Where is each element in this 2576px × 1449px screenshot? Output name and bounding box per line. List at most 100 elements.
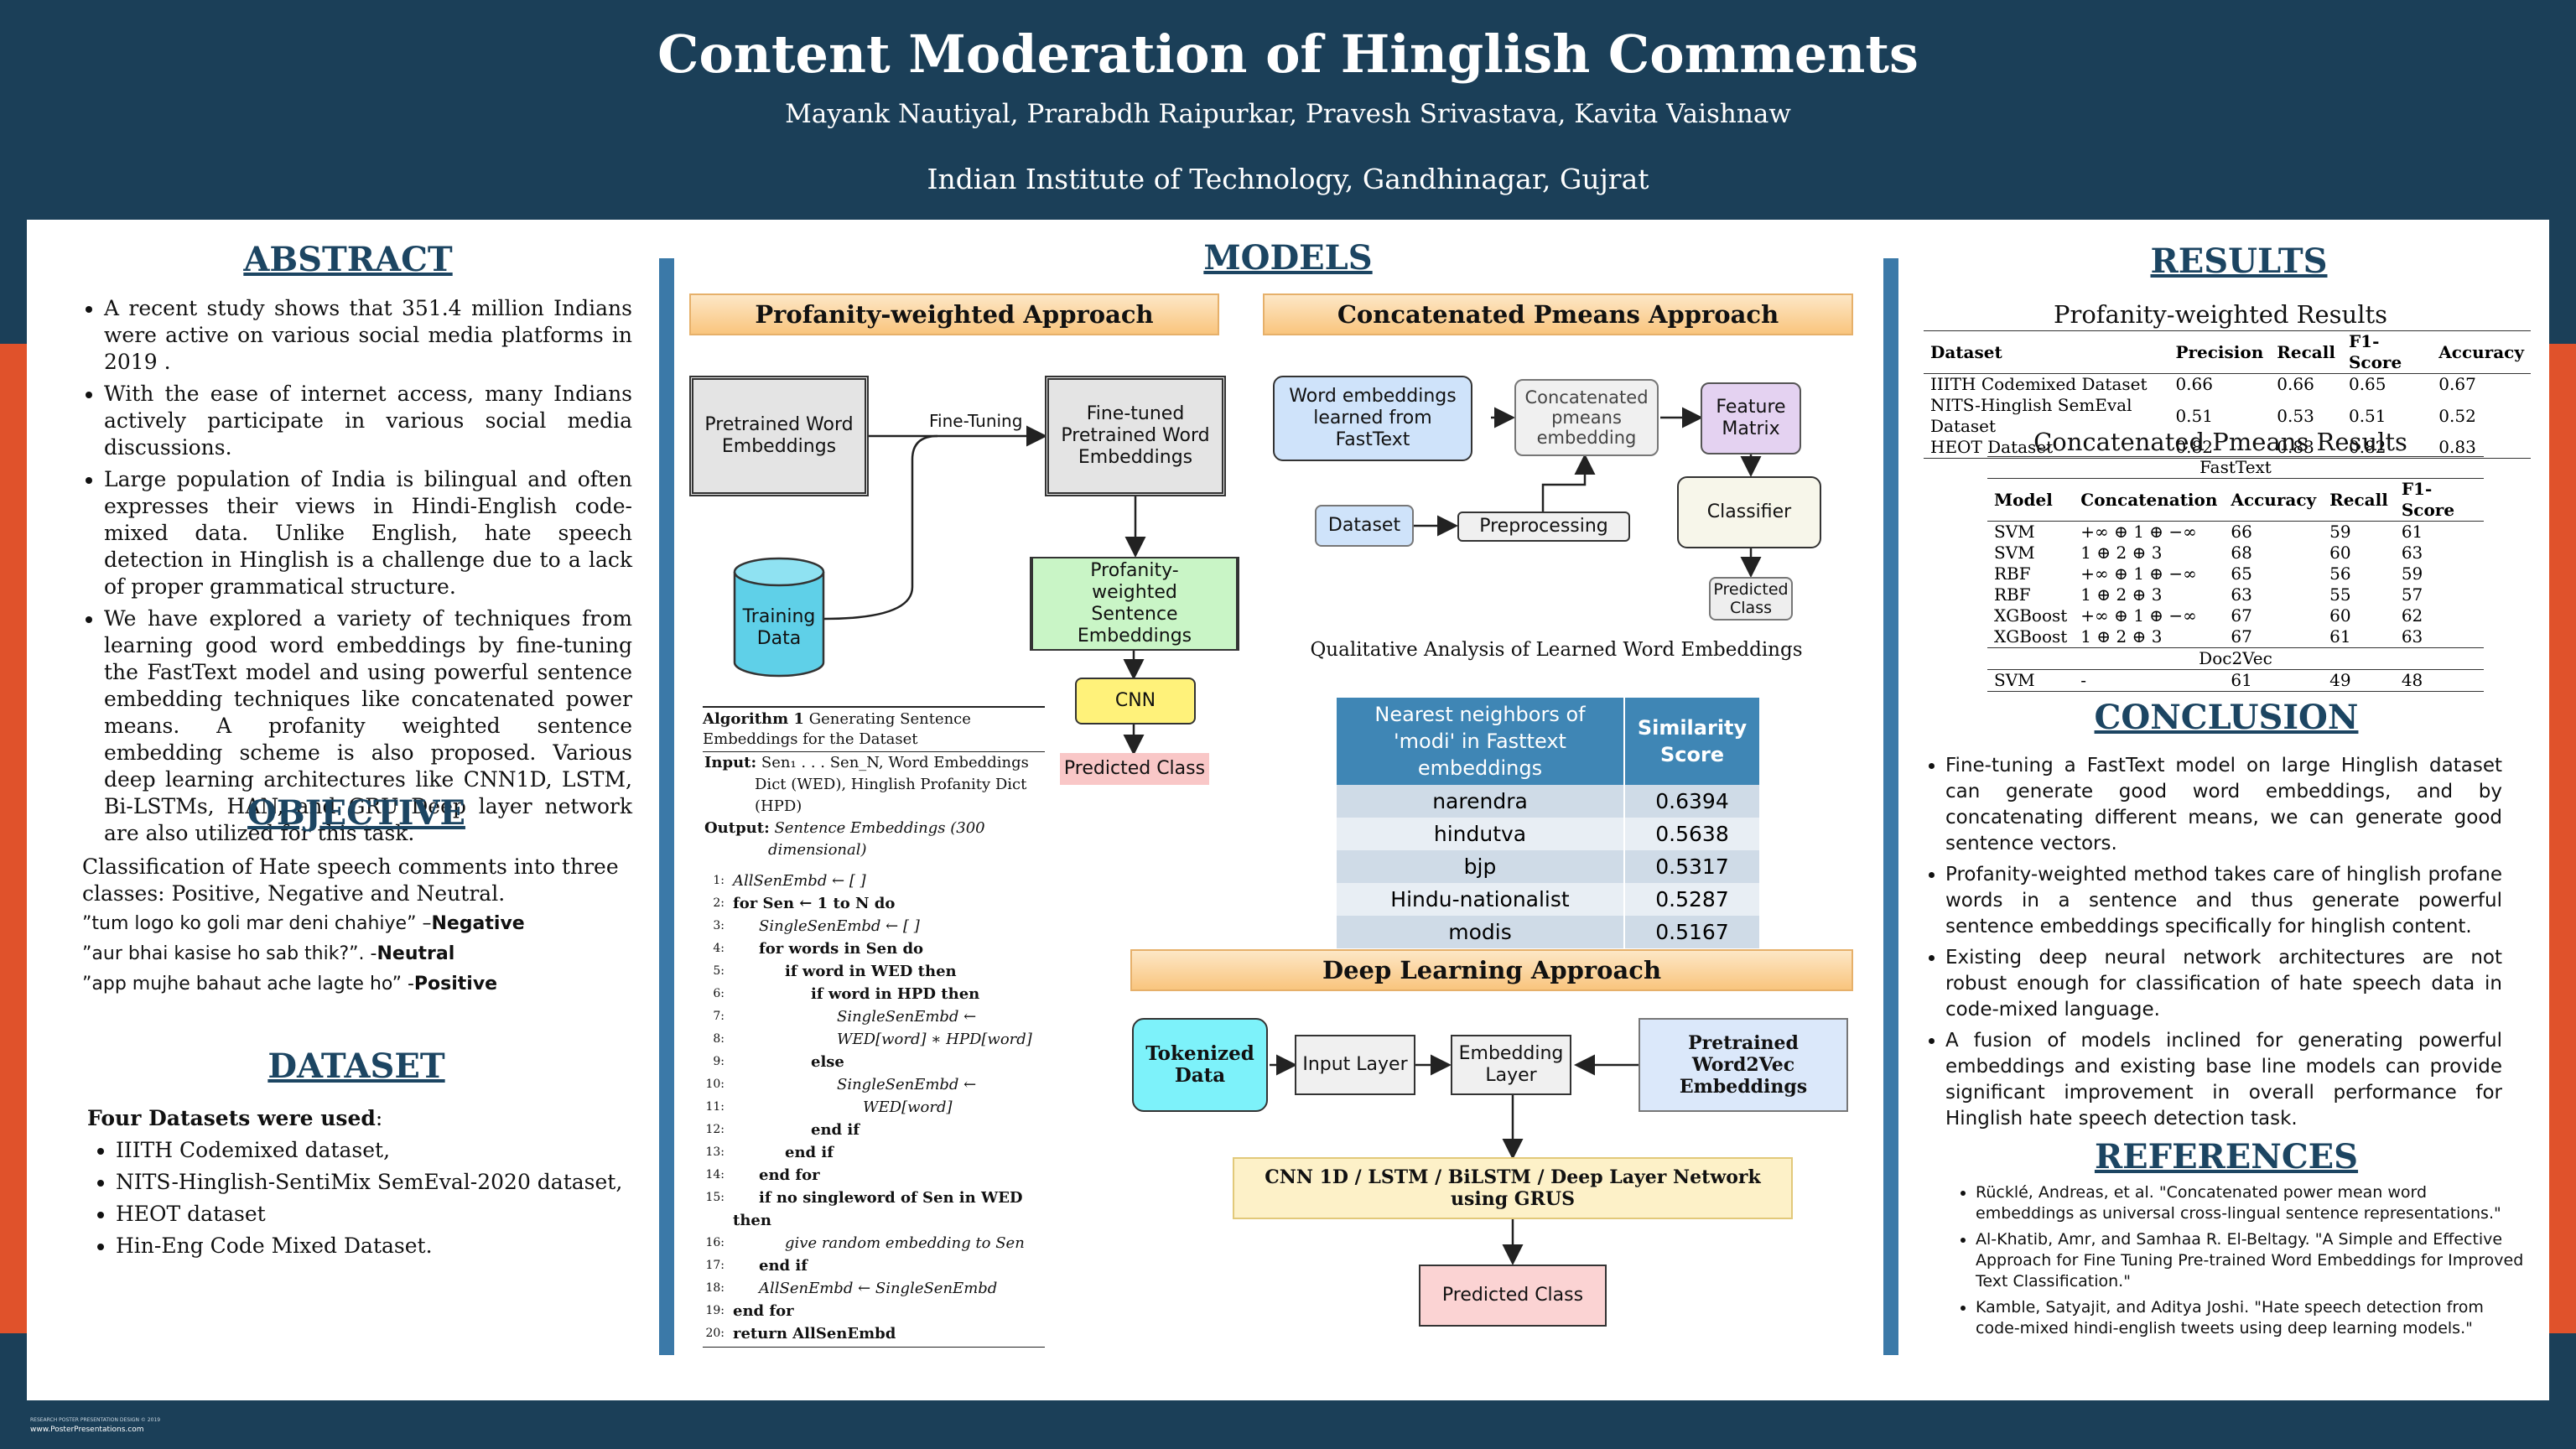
pmeans-predicted-class-box: Predicted Class xyxy=(1709,577,1793,621)
reference-item: Rücklé, Andreas, et al. "Concatenated po… xyxy=(1976,1182,2524,1224)
conclusion-bullet: Fine-tuning a FastText model on large Hi… xyxy=(1945,753,2502,857)
divider-left xyxy=(659,258,674,1355)
algorithm-line: 19:end for xyxy=(705,1302,794,1320)
dataset-item: Hin-Eng Code Mixed Dataset. xyxy=(116,1233,657,1259)
profanity-results-title: Profanity-weighted Results xyxy=(2053,300,2388,329)
results-heading: RESULTS xyxy=(2150,242,2328,281)
predicted-class-box: Predicted Class xyxy=(1060,753,1209,785)
algorithm-lines: 1:AllSenEmbd ← [ ] 2:for Sen ← 1 to N do 3… xyxy=(703,870,1045,1348)
algorithm-line: 1:AllSenEmbd ← [ ] xyxy=(713,872,866,890)
algorithm-line: 17:end if xyxy=(705,1257,808,1275)
models-heading: MODELS xyxy=(1203,238,1373,278)
objective-text: Classification of Hate speech comments i… xyxy=(82,854,652,998)
references-heading: REFERENCES xyxy=(2094,1137,2359,1176)
conclusion-bullet: A fusion of models inclined for generati… xyxy=(1945,1028,2502,1132)
concat-pmeans-box: Concatenated pmeans embedding xyxy=(1514,379,1659,456)
algorithm-line: 14:end for xyxy=(705,1166,820,1184)
deep-learning-header: Deep Learning Approach xyxy=(1130,949,1853,991)
algorithm-line: 2:for Sen ← 1 to N do xyxy=(713,895,896,912)
poster-authors: Mayank Nautiyal, Prarabdh Raipurkar, Pra… xyxy=(785,99,1791,129)
algorithm-line: 9:else xyxy=(713,1053,844,1071)
dataset-heading: DATASET xyxy=(267,1046,445,1086)
algorithm-line: 7:SingleSenEmbd ← xyxy=(713,1008,977,1026)
dataset-lead: Four Datasets were used: xyxy=(87,1106,383,1130)
network-box: CNN 1D / LSTM / BiLSTM / Deep Layer Netw… xyxy=(1233,1157,1793,1219)
algorithm-line: 10:SingleSenEmbd ← xyxy=(705,1076,977,1093)
right-accent-stripe xyxy=(2549,344,2576,1333)
footer-credit: RESEARCH POSTER PRESENTATION DESIGN © 20… xyxy=(30,1417,161,1423)
conclusion-bullet: Profanity-weighted method takes care of … xyxy=(1945,862,2502,940)
classifier-box: Classifier xyxy=(1677,476,1821,548)
footer-link[interactable]: www.PosterPresentations.com xyxy=(30,1426,144,1434)
pretrained-word2vec-box: Pretrained Word2Vec Embeddings xyxy=(1639,1018,1848,1112)
embedding-layer-box: Embedding Layer xyxy=(1451,1035,1571,1095)
algorithm-line: 4:for words in Sen do xyxy=(713,940,924,958)
abstract-list: A recent study shows that 351.4 million … xyxy=(65,295,632,852)
conclusion-heading: CONCLUSION xyxy=(2094,698,2359,737)
objective-example: ”aur bhai kasise ho sab thik?”. -Neutral xyxy=(82,943,455,964)
cnn-box: CNN xyxy=(1075,678,1196,724)
objective-example: ”app mujhe bahaut ache lagte ho” -Positi… xyxy=(82,974,498,995)
algorithm-line: 3:SingleSenEmbd ← [ ] xyxy=(713,917,920,935)
algorithm-line: 5:if word in WED then xyxy=(713,963,957,980)
nn-col-score: Similarity Score xyxy=(1623,698,1759,785)
pmeans-results-title: Concatenated Pmeans Results xyxy=(2033,428,2407,456)
input-layer-box: Input Layer xyxy=(1295,1035,1415,1095)
deep-predicted-class-box: Predicted Class xyxy=(1419,1265,1607,1327)
reference-item: Kamble, Satyajit, and Aditya Joshi. "Hat… xyxy=(1976,1297,2524,1339)
poster-header: Content Moderation of Hinglish Comments … xyxy=(0,0,2576,218)
training-data-cylinder: Training Data xyxy=(733,557,825,679)
algorithm-line: 18:AllSenEmbd ← SingleSenEmbd xyxy=(705,1280,998,1297)
dataset-item: NITS-Hinglish-SentiMix SemEval-2020 data… xyxy=(116,1169,657,1196)
algorithm-io: Input: Sen₁ . . . Sen_N, Word Embeddings… xyxy=(704,754,1029,859)
abstract-bullet: A recent study shows that 351.4 million … xyxy=(104,295,632,376)
algorithm-line: 11:WED[word] xyxy=(705,1098,953,1116)
qualitative-caption: Qualitative Analysis of Learned Word Emb… xyxy=(1310,639,1803,661)
fasttext-label: FastText xyxy=(2199,457,2272,477)
conclusion-list: Fine-tuning a FastText model on large Hi… xyxy=(1915,753,2502,1137)
dataset-item: HEOT dataset xyxy=(116,1201,657,1228)
algorithm-line: 16:give random embedding to Sen xyxy=(705,1234,1025,1252)
conclusion-bullet: Existing deep neural network architectur… xyxy=(1945,945,2502,1023)
tokenized-data-box: Tokenized Data xyxy=(1132,1018,1268,1112)
database-icon xyxy=(733,557,825,678)
abstract-bullet: With the ease of internet access, many I… xyxy=(104,381,632,461)
training-data-label: Training Data xyxy=(742,606,816,649)
pretrained-embeddings-box: Pretrained Word Embeddings xyxy=(689,376,869,496)
profanity-sentence-embeddings-box: Profanity-weighted Sentence Embeddings xyxy=(1030,557,1239,651)
algorithm-line: 20:return AllSenEmbd xyxy=(705,1325,896,1343)
objective-example: ”tum logo ko goli mar deni chahiye” –Neg… xyxy=(82,913,525,934)
nearest-neighbors-table: Nearest neighbors of 'modi' in Fasttext … xyxy=(1337,698,1759,948)
objective-heading: OBJECTIVE xyxy=(247,793,465,833)
abstract-heading: ABSTRACT xyxy=(243,240,453,279)
abstract-bullet: Large population of India is bilingual a… xyxy=(104,466,632,600)
nn-col-word: Nearest neighbors of 'modi' in Fasttext … xyxy=(1337,698,1624,785)
reference-item: Al-Khatib, Amr, and Samhaa R. El-Beltagy… xyxy=(1976,1229,2524,1292)
preprocessing-box: Preprocessing xyxy=(1457,512,1630,542)
references-list: Rücklé, Andreas, et al. "Concatenated po… xyxy=(1929,1182,2524,1344)
algorithm-line: 8:WED[word] ∗ HPD[word] xyxy=(713,1031,1032,1048)
feature-matrix-box: Feature Matrix xyxy=(1701,382,1801,454)
finetuning-label: Fine-Tuning xyxy=(929,411,1023,431)
algorithm-line: 6:if word in HPD then xyxy=(713,985,980,1003)
algorithm-line: 13:end if xyxy=(705,1144,834,1161)
finetuned-embeddings-box: Fine-tuned Pretrained Word Embeddings xyxy=(1045,376,1226,496)
algorithm-line: 15:if no singleword of Sen in WED then xyxy=(705,1189,1023,1229)
abstract-bullet: We have explored a variety of techniques… xyxy=(104,605,632,847)
left-accent-stripe xyxy=(0,344,27,1333)
